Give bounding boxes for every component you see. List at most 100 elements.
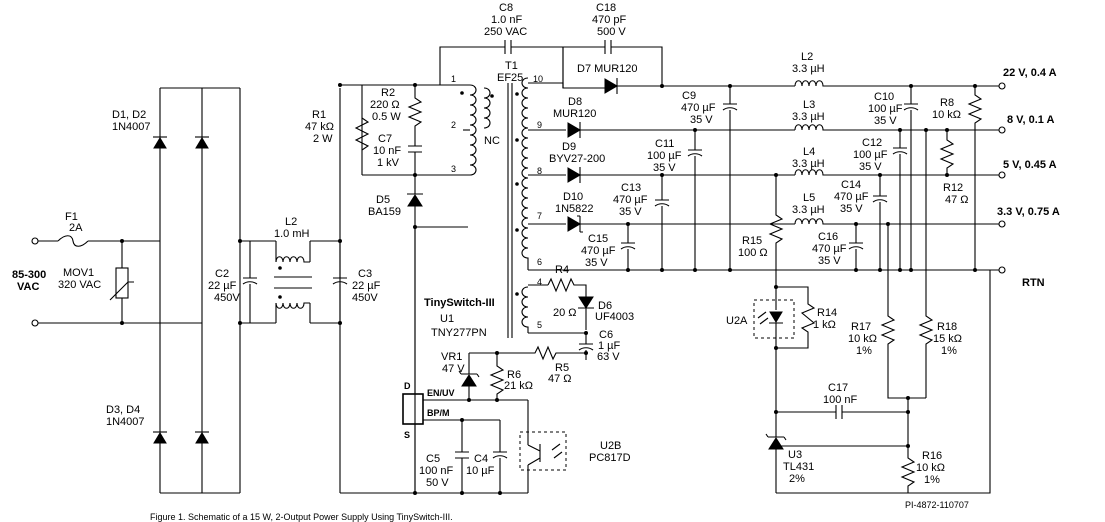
c14-ref: C14 xyxy=(841,179,861,191)
c11-symbol xyxy=(687,130,703,270)
l3-value: 3.3 µH xyxy=(792,111,825,123)
l2-output-value: 3.3 µH xyxy=(792,63,825,75)
c7-value1: 10 nF xyxy=(373,145,401,157)
r16-ref: R16 xyxy=(922,450,942,462)
d3d4-ref: D3, D4 xyxy=(106,404,140,416)
f1-value: 2A xyxy=(69,222,83,234)
d7-label: D7 MUR120 xyxy=(577,63,638,75)
l5-inductor xyxy=(794,218,999,225)
d3d4-value: 1N4007 xyxy=(106,416,145,428)
r8-ref: R8 xyxy=(940,97,954,109)
c10-ref: C10 xyxy=(874,91,894,103)
r16-value1: 10 kΩ xyxy=(916,462,945,474)
d1d2-value: 1N4007 xyxy=(112,121,151,133)
c16-symbol xyxy=(848,224,864,270)
r8-symbol xyxy=(967,86,983,270)
d9-value: BYV27-200 xyxy=(549,153,605,165)
c10-value2: 35 V xyxy=(874,115,897,127)
ac-input-terminal-bottom xyxy=(31,319,39,327)
d5-value: BA159 xyxy=(368,206,401,218)
c10-symbol xyxy=(903,86,919,270)
c11-value2: 35 V xyxy=(653,162,676,174)
c7-ref: C7 xyxy=(378,133,392,145)
output-8v: 8 V, 0.1 A xyxy=(1007,114,1055,126)
c12-symbol xyxy=(892,130,908,270)
input-voltage: 85-300 xyxy=(12,269,46,281)
c12-ref: C12 xyxy=(862,137,882,149)
r2-value1: 220 Ω xyxy=(370,99,400,111)
vr1-value: 47 V xyxy=(442,363,465,375)
c4-symbol xyxy=(492,420,508,493)
u1-pin-en: EN/UV xyxy=(427,388,455,398)
vr1-symbol xyxy=(461,374,477,387)
l4-value: 3.3 µH xyxy=(792,158,825,170)
r4-value: 20 Ω xyxy=(553,307,577,319)
t1-pin-5: 5 xyxy=(537,320,542,330)
c15-ref: C15 xyxy=(588,233,608,245)
c8-value2: 250 VAC xyxy=(484,26,527,38)
t1-pin-3: 3 xyxy=(451,164,456,174)
l4-inductor xyxy=(794,169,999,176)
c11-ref: C11 xyxy=(655,138,674,150)
c2-symbol xyxy=(242,241,258,323)
mov1-symbol xyxy=(115,267,129,299)
c13-ref: C13 xyxy=(621,182,641,194)
r18-value2: 1% xyxy=(941,345,957,357)
u3-ref: U3 xyxy=(788,449,802,461)
c15-value2: 35 V xyxy=(585,257,608,269)
c2-v2: 450V xyxy=(214,292,240,304)
d1-symbol xyxy=(153,137,167,149)
ac-input-terminal-top xyxy=(31,237,39,245)
figure-caption: Figure 1. Schematic of a 15 W, 2-Output … xyxy=(150,512,453,522)
l2-output-inductor xyxy=(794,80,975,87)
r4-ref: R4 xyxy=(555,264,569,276)
controller-u1: TinySwitch-III U1 TNY277PN D S EN/UV BP/… xyxy=(402,227,634,495)
c14-value2: 35 V xyxy=(840,203,863,215)
u1-value: TNY277PN xyxy=(431,327,487,339)
u1-ref: U1 xyxy=(440,313,454,325)
l3-ref: L3 xyxy=(803,99,815,111)
c9-value1: 470 µF xyxy=(681,102,716,114)
l4-ref: L4 xyxy=(803,146,815,158)
c17-ref: C17 xyxy=(828,382,848,394)
d9-symbol xyxy=(567,167,581,183)
c16-ref: C16 xyxy=(818,231,838,243)
c13-value2: 35 V xyxy=(619,206,642,218)
u2b-optocoupler-box xyxy=(519,431,567,471)
c13-value1: 470 µF xyxy=(613,194,648,206)
c18-symbol xyxy=(604,40,612,54)
u2a-led-symbol xyxy=(769,311,783,323)
u2b-ref: U2B xyxy=(600,440,621,452)
fuse-f1-symbol xyxy=(57,235,89,247)
r6-value: 21 kΩ xyxy=(504,380,533,392)
c12-value1: 100 µF xyxy=(853,149,888,161)
r15-symbol xyxy=(768,175,784,287)
r1-value2: 2 W xyxy=(313,133,333,145)
r2-ref: R2 xyxy=(381,87,395,99)
c18-ref: C18 xyxy=(596,2,616,14)
c6-symbol xyxy=(578,333,594,353)
r14-symbol xyxy=(776,286,816,349)
c8-value1: 1.0 nF xyxy=(491,14,522,26)
t1-pin-1: 1 xyxy=(451,74,456,84)
d6-symbol xyxy=(578,296,594,309)
r8-value: 10 kΩ xyxy=(932,109,961,121)
c15-value1: 470 µF xyxy=(581,245,616,257)
r5-symbol xyxy=(469,345,586,361)
r14-ref: R14 xyxy=(817,307,837,319)
output-5v: 5 V, 0.45 A xyxy=(1003,159,1057,171)
l2-output-ref: L2 xyxy=(801,51,813,63)
r17-symbol xyxy=(880,224,926,399)
r15-value: 100 Ω xyxy=(738,247,768,259)
part-number: PI-4872-110707 xyxy=(905,500,969,510)
t1-nc-label: NC xyxy=(484,135,500,147)
t1-pin-8: 8 xyxy=(537,166,542,176)
r16-symbol xyxy=(776,446,916,494)
r16-value2: 1% xyxy=(924,474,940,486)
l2-input-choke-bottom xyxy=(275,302,310,309)
c3-v1: 22 µF xyxy=(352,280,381,292)
f1-ref: F1 xyxy=(65,211,78,223)
r18-symbol xyxy=(918,130,934,398)
t1-pin-2: 2 xyxy=(451,120,456,130)
